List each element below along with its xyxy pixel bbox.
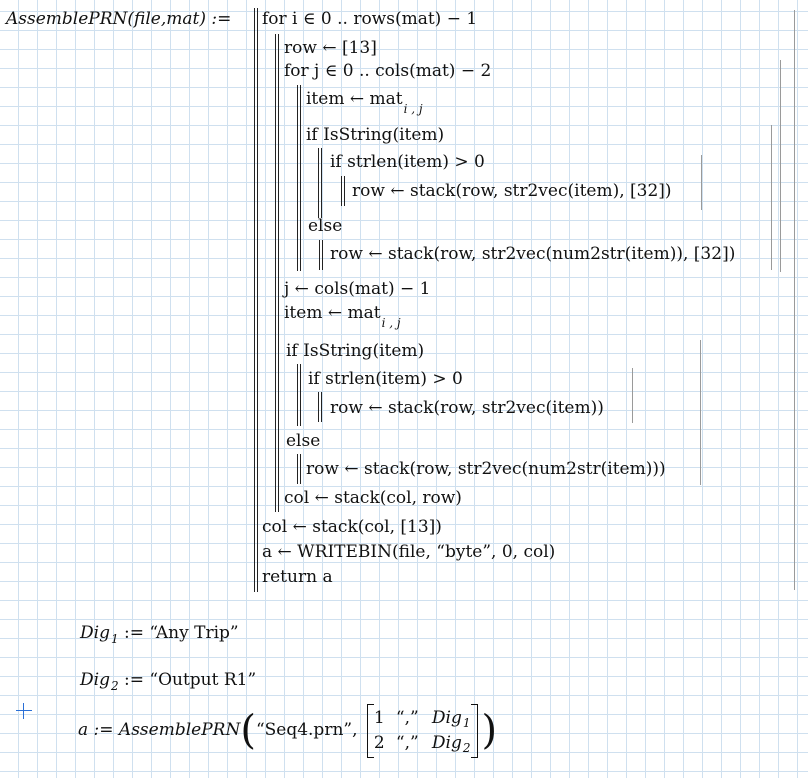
subscript-ij: i , j [403,102,423,116]
region-marker-2 [771,125,772,270]
program-bar-l1-1 [275,34,276,512]
program-line-col-stack-1[interactable]: col ← stack(col, row) [284,488,462,508]
program-bar-l3-1 [318,148,319,218]
program-line-return[interactable]: return a [262,567,333,587]
program-bar-else2-1 [297,454,298,484]
program-line-if-strlen-1[interactable]: if strlen(item) > 0 [330,152,485,172]
program-bar-l2b-1 [297,364,298,426]
program-bar-l3b-1 [318,392,319,422]
program-line-item-assign-1[interactable]: item ← mati , j [306,89,423,116]
dig2-definition[interactable]: Dig2 := “Output R1” [80,670,257,693]
program-line-col-stack-2[interactable]: col ← stack(col, [13]) [262,517,442,537]
program-line-for-j[interactable]: for j ∈ 0 .. cols(mat) − 2 [284,61,492,81]
region-marker-4 [700,340,701,485]
program-bar-l4-2 [344,176,345,206]
program-bar-else2-2 [300,454,301,484]
program-line-row-stack-4[interactable]: row ← stack(row, str2vec(num2str(item))) [306,459,666,479]
program-line-if-isstring-2[interactable]: if IsString(item) [286,341,425,361]
program-line-row-init[interactable]: row ← [13] [284,38,377,58]
program-bar-l2-1 [297,85,298,271]
program-bar-outer-1 [254,8,255,592]
program-line-if-isstring-1[interactable]: if IsString(item) [306,125,445,145]
program-line-j-assign[interactable]: j ← cols(mat) − 1 [284,279,431,299]
program-bar-else1-2 [322,240,323,270]
program-bar-l2-2 [300,85,301,271]
right-paren: ) [481,707,498,754]
program-bar-l4-1 [341,176,342,206]
argument-matrix[interactable]: 1“,”Dig1 2“,”Dig2 [366,703,478,758]
assemble-call[interactable]: a := AssemblePRN(“Seq4.prn”, 1“,”Dig1 2“… [78,702,497,758]
crosshair-cursor-icon [16,703,32,719]
region-marker-6 [794,10,795,590]
subscript-ij-2: i , j [381,316,401,330]
program-line-else-1[interactable]: else [308,216,343,236]
program-line-else-2[interactable]: else [286,431,321,451]
matrix-row-2: 2“,”Dig2 [373,732,471,755]
program-bar-l3-2 [321,148,322,218]
program-line-row-stack-1[interactable]: row ← stack(row, str2vec(item), [32]) [352,181,672,201]
matrix-row-1: 1“,”Dig1 [373,707,471,730]
program-bar-l2b-2 [300,364,301,426]
region-marker-1 [780,60,781,272]
program-bar-l3b-2 [321,392,322,422]
program-bar-outer-2 [257,8,258,592]
program-bar-l1-2 [278,34,279,512]
program-bar-else1-1 [319,240,320,270]
program-line-if-strlen-2[interactable]: if strlen(item) > 0 [308,369,463,389]
program-line-writebin[interactable]: a ← WRITEBIN(file, “byte”, 0, col) [262,542,556,562]
program-line-for-i[interactable]: for i ∈ 0 .. rows(mat) − 1 [262,9,478,29]
program-line-row-stack-2[interactable]: row ← stack(row, str2vec(num2str(item)),… [330,244,736,264]
left-paren: ( [240,707,256,754]
program-line-row-stack-3[interactable]: row ← stack(row, str2vec(item)) [330,398,604,418]
function-header[interactable]: AssemblePRN(file,mat) := [6,9,232,29]
region-marker-3 [701,155,702,210]
program-line-item-assign-2[interactable]: item ← mati , j [284,303,401,330]
region-marker-5 [632,368,633,423]
dig1-definition[interactable]: Dig1 := “Any Trip” [80,623,239,646]
